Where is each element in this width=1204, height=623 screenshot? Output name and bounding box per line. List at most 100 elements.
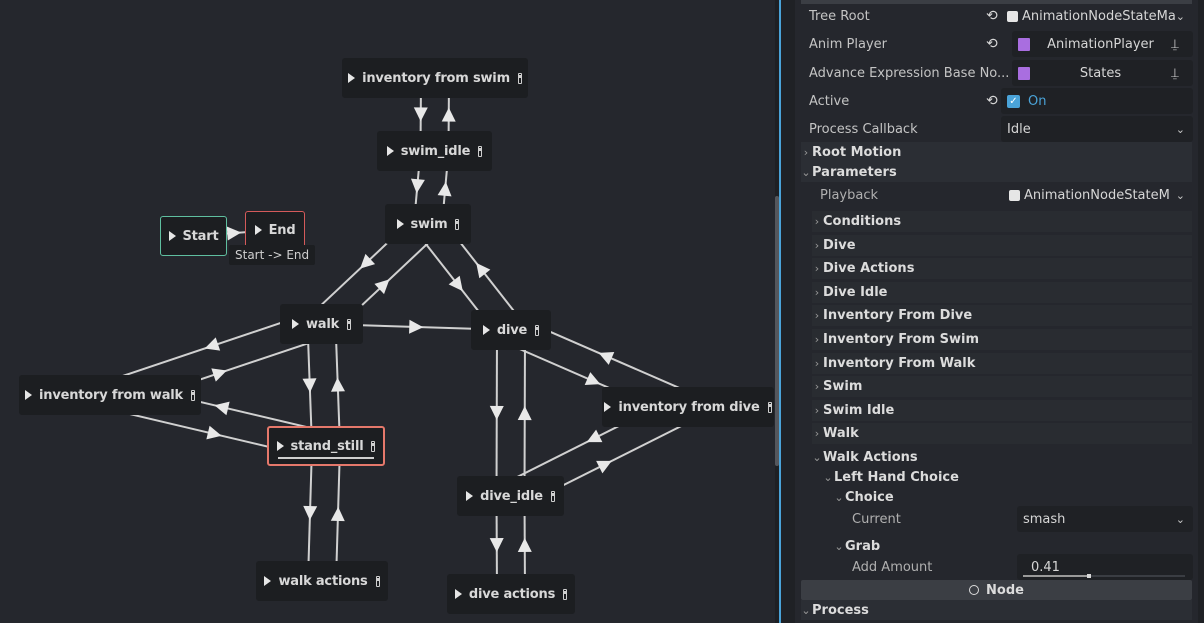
section-conditions[interactable]: ›Conditions bbox=[812, 211, 1192, 232]
state-node-end[interactable]: End bbox=[245, 211, 305, 249]
transition-arrow-icon[interactable] bbox=[226, 226, 242, 241]
section-walk[interactable]: ›Walk bbox=[812, 423, 1192, 445]
transition-arrow-icon[interactable] bbox=[302, 378, 317, 393]
transition-arrow-icon[interactable] bbox=[584, 372, 601, 385]
section-dive-idle[interactable]: ›Dive Idle bbox=[812, 281, 1192, 303]
section-choice[interactable]: ⌄Choice bbox=[834, 487, 1192, 507]
state-node-swim[interactable]: swim bbox=[385, 204, 471, 244]
process-callback-dropdown[interactable]: Idle ⌄ bbox=[1001, 116, 1193, 142]
transition-arrow-icon[interactable] bbox=[330, 506, 345, 522]
edit-icon[interactable] bbox=[517, 72, 522, 84]
section-swim[interactable]: ›Swim bbox=[812, 376, 1192, 398]
slider-grabber[interactable] bbox=[1087, 574, 1092, 578]
transition-arrow-icon[interactable] bbox=[331, 377, 345, 392]
state-node-stand-still[interactable]: stand_still bbox=[267, 426, 385, 466]
playback-picker[interactable]: AnimationNodeStateM ⌄ bbox=[1001, 182, 1193, 208]
play-icon[interactable] bbox=[482, 325, 490, 335]
transition-arrow-icon[interactable] bbox=[441, 107, 456, 122]
transition-arrow-icon[interactable] bbox=[586, 429, 603, 443]
active-checkbox[interactable]: ✓ On bbox=[1001, 88, 1193, 114]
add-amount-slider[interactable]: 0.41 bbox=[1017, 554, 1193, 580]
state-node-swim-idle[interactable]: swim_idle bbox=[377, 131, 492, 171]
revert-icon[interactable]: ⟲ bbox=[986, 36, 998, 52]
transition-arrow-icon[interactable] bbox=[448, 275, 463, 292]
section-swim-idle[interactable]: ›Swim Idle bbox=[812, 399, 1192, 421]
state-node-inventory-from-dive[interactable]: inventory from dive bbox=[602, 387, 774, 427]
transition-arrow-icon[interactable] bbox=[598, 352, 615, 365]
edit-icon[interactable] bbox=[550, 490, 555, 502]
play-icon[interactable] bbox=[604, 402, 612, 412]
transition-arrow-icon[interactable] bbox=[211, 368, 227, 382]
slider-track[interactable] bbox=[1023, 574, 1185, 578]
section-dive-actions[interactable]: ›Dive Actions bbox=[812, 258, 1192, 280]
edit-icon[interactable] bbox=[535, 324, 540, 336]
play-icon[interactable] bbox=[276, 441, 284, 451]
play-icon[interactable] bbox=[454, 589, 462, 599]
transition-arrow-icon[interactable] bbox=[517, 537, 532, 552]
section-parameters[interactable]: ⌄Parameters bbox=[801, 162, 1192, 182]
section-inventory-from-walk[interactable]: ›Inventory From Walk bbox=[812, 352, 1192, 374]
transition-arrow-icon[interactable] bbox=[204, 337, 221, 351]
current-dropdown[interactable]: smash ⌄ bbox=[1017, 506, 1193, 532]
transition-arrow-icon[interactable] bbox=[360, 253, 376, 269]
advance-expression-picker[interactable]: States ⍊ bbox=[1012, 60, 1193, 86]
section-inventory-from-swim[interactable]: ›Inventory From Swim bbox=[812, 329, 1192, 350]
node-section-header[interactable]: Node bbox=[801, 580, 1192, 600]
play-icon[interactable] bbox=[466, 491, 474, 501]
play-icon[interactable] bbox=[25, 390, 33, 400]
state-node-inventory-from-swim[interactable]: inventory from swim bbox=[342, 58, 528, 98]
section-dive[interactable]: ›Dive bbox=[812, 234, 1192, 256]
play-icon[interactable] bbox=[396, 219, 404, 229]
inspector-scrollbar[interactable] bbox=[1198, 0, 1204, 623]
play-icon[interactable] bbox=[386, 146, 394, 156]
section-root-motion[interactable]: ›Root Motion bbox=[801, 142, 1192, 162]
revert-icon[interactable]: ⟲ bbox=[986, 8, 998, 24]
state-node-dive[interactable]: dive bbox=[471, 310, 551, 350]
edit-icon[interactable] bbox=[375, 575, 380, 587]
play-icon[interactable] bbox=[291, 319, 299, 329]
edit-icon[interactable] bbox=[767, 401, 772, 413]
state-node-start[interactable]: Start bbox=[160, 216, 227, 256]
edit-icon[interactable] bbox=[478, 145, 483, 157]
section-grab[interactable]: ⌄Grab bbox=[834, 536, 1192, 556]
play-icon[interactable] bbox=[168, 231, 176, 241]
revert-icon[interactable]: ⟲ bbox=[986, 93, 998, 109]
panel-split-handle[interactable] bbox=[779, 0, 781, 623]
edit-icon[interactable] bbox=[190, 389, 195, 401]
section-inventory-from-dive[interactable]: ›Inventory From Dive bbox=[812, 305, 1192, 327]
play-icon[interactable] bbox=[254, 225, 262, 235]
anim-player-picker[interactable]: AnimationPlayer ⍊ bbox=[1012, 31, 1193, 57]
transition-arrow-icon[interactable] bbox=[437, 181, 452, 197]
transition-arrow-icon[interactable] bbox=[413, 107, 428, 122]
transition-arrow-icon[interactable] bbox=[517, 406, 532, 421]
clear-icon[interactable]: ⍊ bbox=[1171, 36, 1179, 52]
play-icon[interactable] bbox=[348, 73, 356, 83]
transition-arrow-icon[interactable] bbox=[206, 425, 222, 440]
section-process[interactable]: ⌄Process bbox=[801, 600, 1192, 620]
section-walk-actions[interactable]: ⌄Walk Actions bbox=[812, 447, 1192, 467]
edit-icon[interactable] bbox=[347, 318, 352, 330]
tree-root-picker[interactable]: AnimationNodeStateMa ⌄ bbox=[1001, 3, 1193, 29]
play-icon[interactable] bbox=[264, 576, 272, 586]
graph-scrollbar-thumb[interactable] bbox=[775, 196, 779, 466]
section-left-hand-choice[interactable]: ⌄Left Hand Choice bbox=[823, 467, 1192, 487]
state-node-dive-idle[interactable]: dive_idle bbox=[457, 476, 564, 516]
transition-arrow-icon[interactable] bbox=[214, 401, 230, 416]
transition-arrow-icon[interactable] bbox=[410, 178, 425, 194]
clear-icon[interactable]: ⍊ bbox=[1171, 65, 1179, 81]
transition-arrow-icon[interactable] bbox=[303, 505, 318, 521]
transition-arrow-icon[interactable] bbox=[489, 405, 504, 420]
transition-arrow-icon[interactable] bbox=[489, 538, 504, 553]
transition-arrow-icon[interactable] bbox=[409, 319, 424, 334]
state-node-walk[interactable]: walk bbox=[280, 304, 363, 344]
transition-arrow-icon[interactable] bbox=[374, 279, 390, 295]
transition-arrow-icon[interactable] bbox=[476, 262, 491, 279]
state-node-dive-actions[interactable]: dive actions bbox=[447, 574, 575, 614]
edit-icon[interactable] bbox=[563, 588, 568, 600]
edit-icon[interactable] bbox=[455, 218, 460, 230]
transition-arrow-icon[interactable] bbox=[596, 460, 612, 474]
edit-icon[interactable] bbox=[371, 440, 376, 452]
state-node-walk-actions[interactable]: walk actions bbox=[256, 561, 388, 601]
state-node-inventory-from-walk[interactable]: inventory from walk bbox=[19, 375, 201, 415]
